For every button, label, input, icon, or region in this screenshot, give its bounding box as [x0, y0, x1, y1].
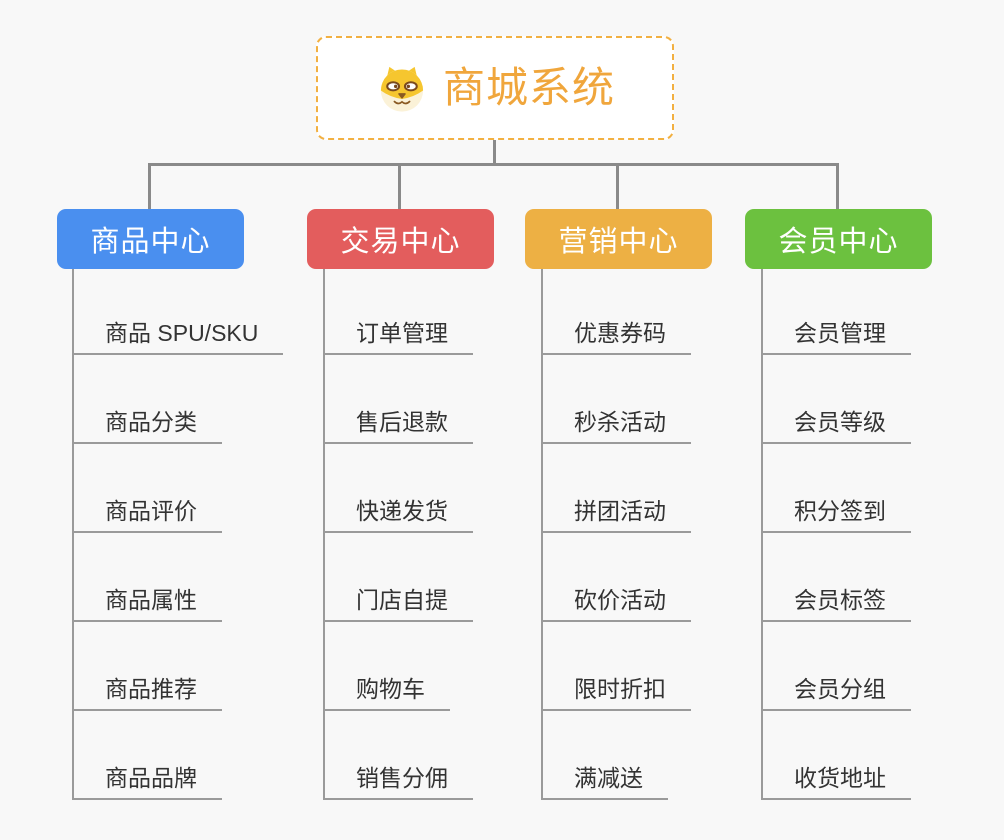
child-node[interactable]: 优惠券码: [541, 313, 691, 355]
connector-drop-trade: [398, 163, 401, 209]
child-node[interactable]: 商品评价: [72, 491, 222, 533]
child-node[interactable]: 秒杀活动: [541, 402, 691, 444]
root-node[interactable]: 商城系统: [316, 36, 674, 140]
child-node[interactable]: 购物车: [323, 669, 450, 711]
child-node[interactable]: 商品分类: [72, 402, 222, 444]
connector-drop-marketing: [616, 163, 619, 209]
connector-drop-member: [836, 163, 839, 209]
child-node[interactable]: 限时折扣: [541, 669, 691, 711]
child-node[interactable]: 满减送: [541, 758, 668, 800]
child-node[interactable]: 快递发货: [323, 491, 473, 533]
branch-label: 营销中心: [558, 226, 679, 258]
child-node[interactable]: 会员分组: [761, 669, 911, 711]
branch-rail: [541, 269, 543, 800]
child-node[interactable]: 门店自提: [323, 580, 473, 622]
branch-label: 会员中心: [778, 226, 899, 258]
child-node[interactable]: 收货地址: [761, 758, 911, 800]
branch-trade-center[interactable]: 交易中心: [307, 209, 494, 269]
root-node-label: 商城系统: [442, 64, 615, 111]
child-node[interactable]: 拼团活动: [541, 491, 691, 533]
branch-label: 商品中心: [90, 226, 211, 258]
connector-horizontal-rail: [148, 163, 839, 166]
connector-drop-product: [148, 163, 151, 209]
child-node[interactable]: 商品 SPU/SKU: [72, 313, 284, 355]
child-node[interactable]: 销售分佣: [323, 758, 473, 800]
branch-rail: [72, 269, 74, 800]
child-node[interactable]: 商品属性: [72, 580, 222, 622]
child-node[interactable]: 会员标签: [761, 580, 911, 622]
connector-root-vertical: [493, 140, 496, 164]
child-node[interactable]: 积分签到: [761, 491, 911, 533]
child-node[interactable]: 商品品牌: [72, 758, 222, 800]
child-node[interactable]: 会员管理: [761, 313, 911, 355]
child-node[interactable]: 商品推荐: [72, 669, 222, 711]
dog-face-icon: [375, 63, 429, 113]
branch-rail: [323, 269, 325, 800]
branch-marketing-center[interactable]: 营销中心: [525, 209, 712, 269]
branch-member-center[interactable]: 会员中心: [745, 209, 932, 269]
child-node[interactable]: 砍价活动: [541, 580, 691, 622]
child-node[interactable]: 订单管理: [323, 313, 473, 355]
branch-product-center[interactable]: 商品中心: [57, 209, 244, 269]
branch-label: 交易中心: [340, 226, 461, 258]
branch-rail: [761, 269, 763, 800]
child-node[interactable]: 会员等级: [761, 402, 911, 444]
child-node[interactable]: 售后退款: [323, 402, 473, 444]
